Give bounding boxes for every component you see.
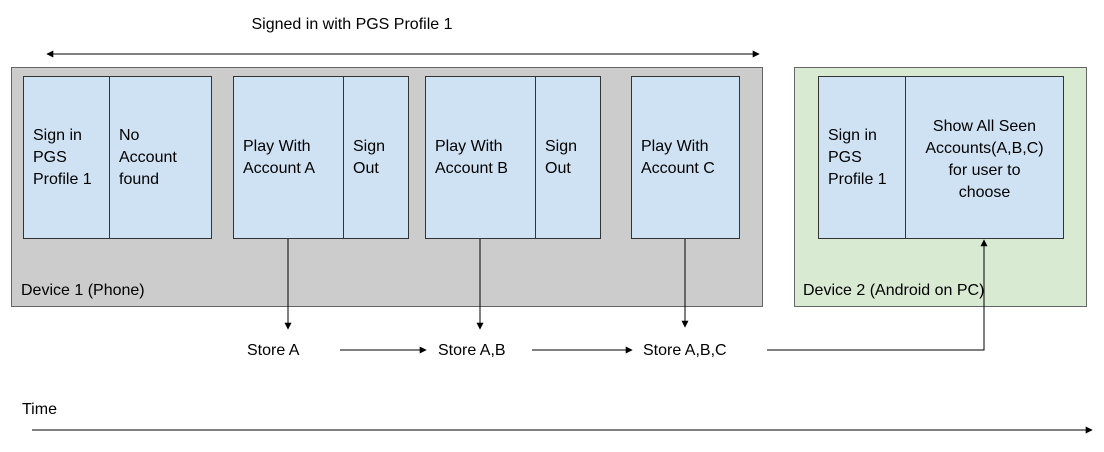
show-all-accounts-text: Show All Seen Accounts(A,B,C) for user t… — [925, 118, 1044, 201]
sign-out-b-box: Sign Out — [535, 76, 601, 239]
sign-in-pgs-text: Sign in PGS Profile 1 — [33, 126, 92, 188]
show-all-accounts-box: Show All Seen Accounts(A,B,C) for user t… — [905, 76, 1064, 239]
sign-out-a-box: Sign Out — [343, 76, 409, 239]
sign-out-a-text: Sign Out — [353, 137, 386, 177]
play-account-c-text: Play With Account C — [641, 137, 715, 177]
store-label-3: Store A,B,C — [643, 342, 727, 359]
device-2-sign-in-text: Sign in PGS Profile 1 — [828, 126, 887, 188]
device-2-label: Device 2 (Android on PC) — [803, 282, 985, 299]
play-account-b-text: Play With Account B — [435, 137, 508, 177]
store-label-2: Store A,B — [438, 342, 506, 359]
sign-out-b-text: Sign Out — [545, 137, 578, 177]
play-account-c-box: Play With Account C — [631, 76, 740, 239]
device-2-sign-in-box: Sign in PGS Profile 1 — [818, 76, 906, 239]
device-1-label: Device 1 (Phone) — [21, 282, 145, 299]
arrow-store-to-device-2 — [767, 239, 988, 351]
signed-in-label: Signed in with PGS Profile 1 — [251, 16, 453, 33]
no-account-box: No Account found — [109, 76, 212, 239]
play-account-b-box: Play With Account B — [425, 76, 536, 239]
play-account-a-text: Play With Account A — [243, 137, 316, 177]
time-label: Time — [22, 401, 57, 418]
no-account-text: No Account found — [119, 126, 177, 188]
store-label-1: Store A — [247, 342, 300, 359]
play-account-a-box: Play With Account A — [233, 76, 344, 239]
